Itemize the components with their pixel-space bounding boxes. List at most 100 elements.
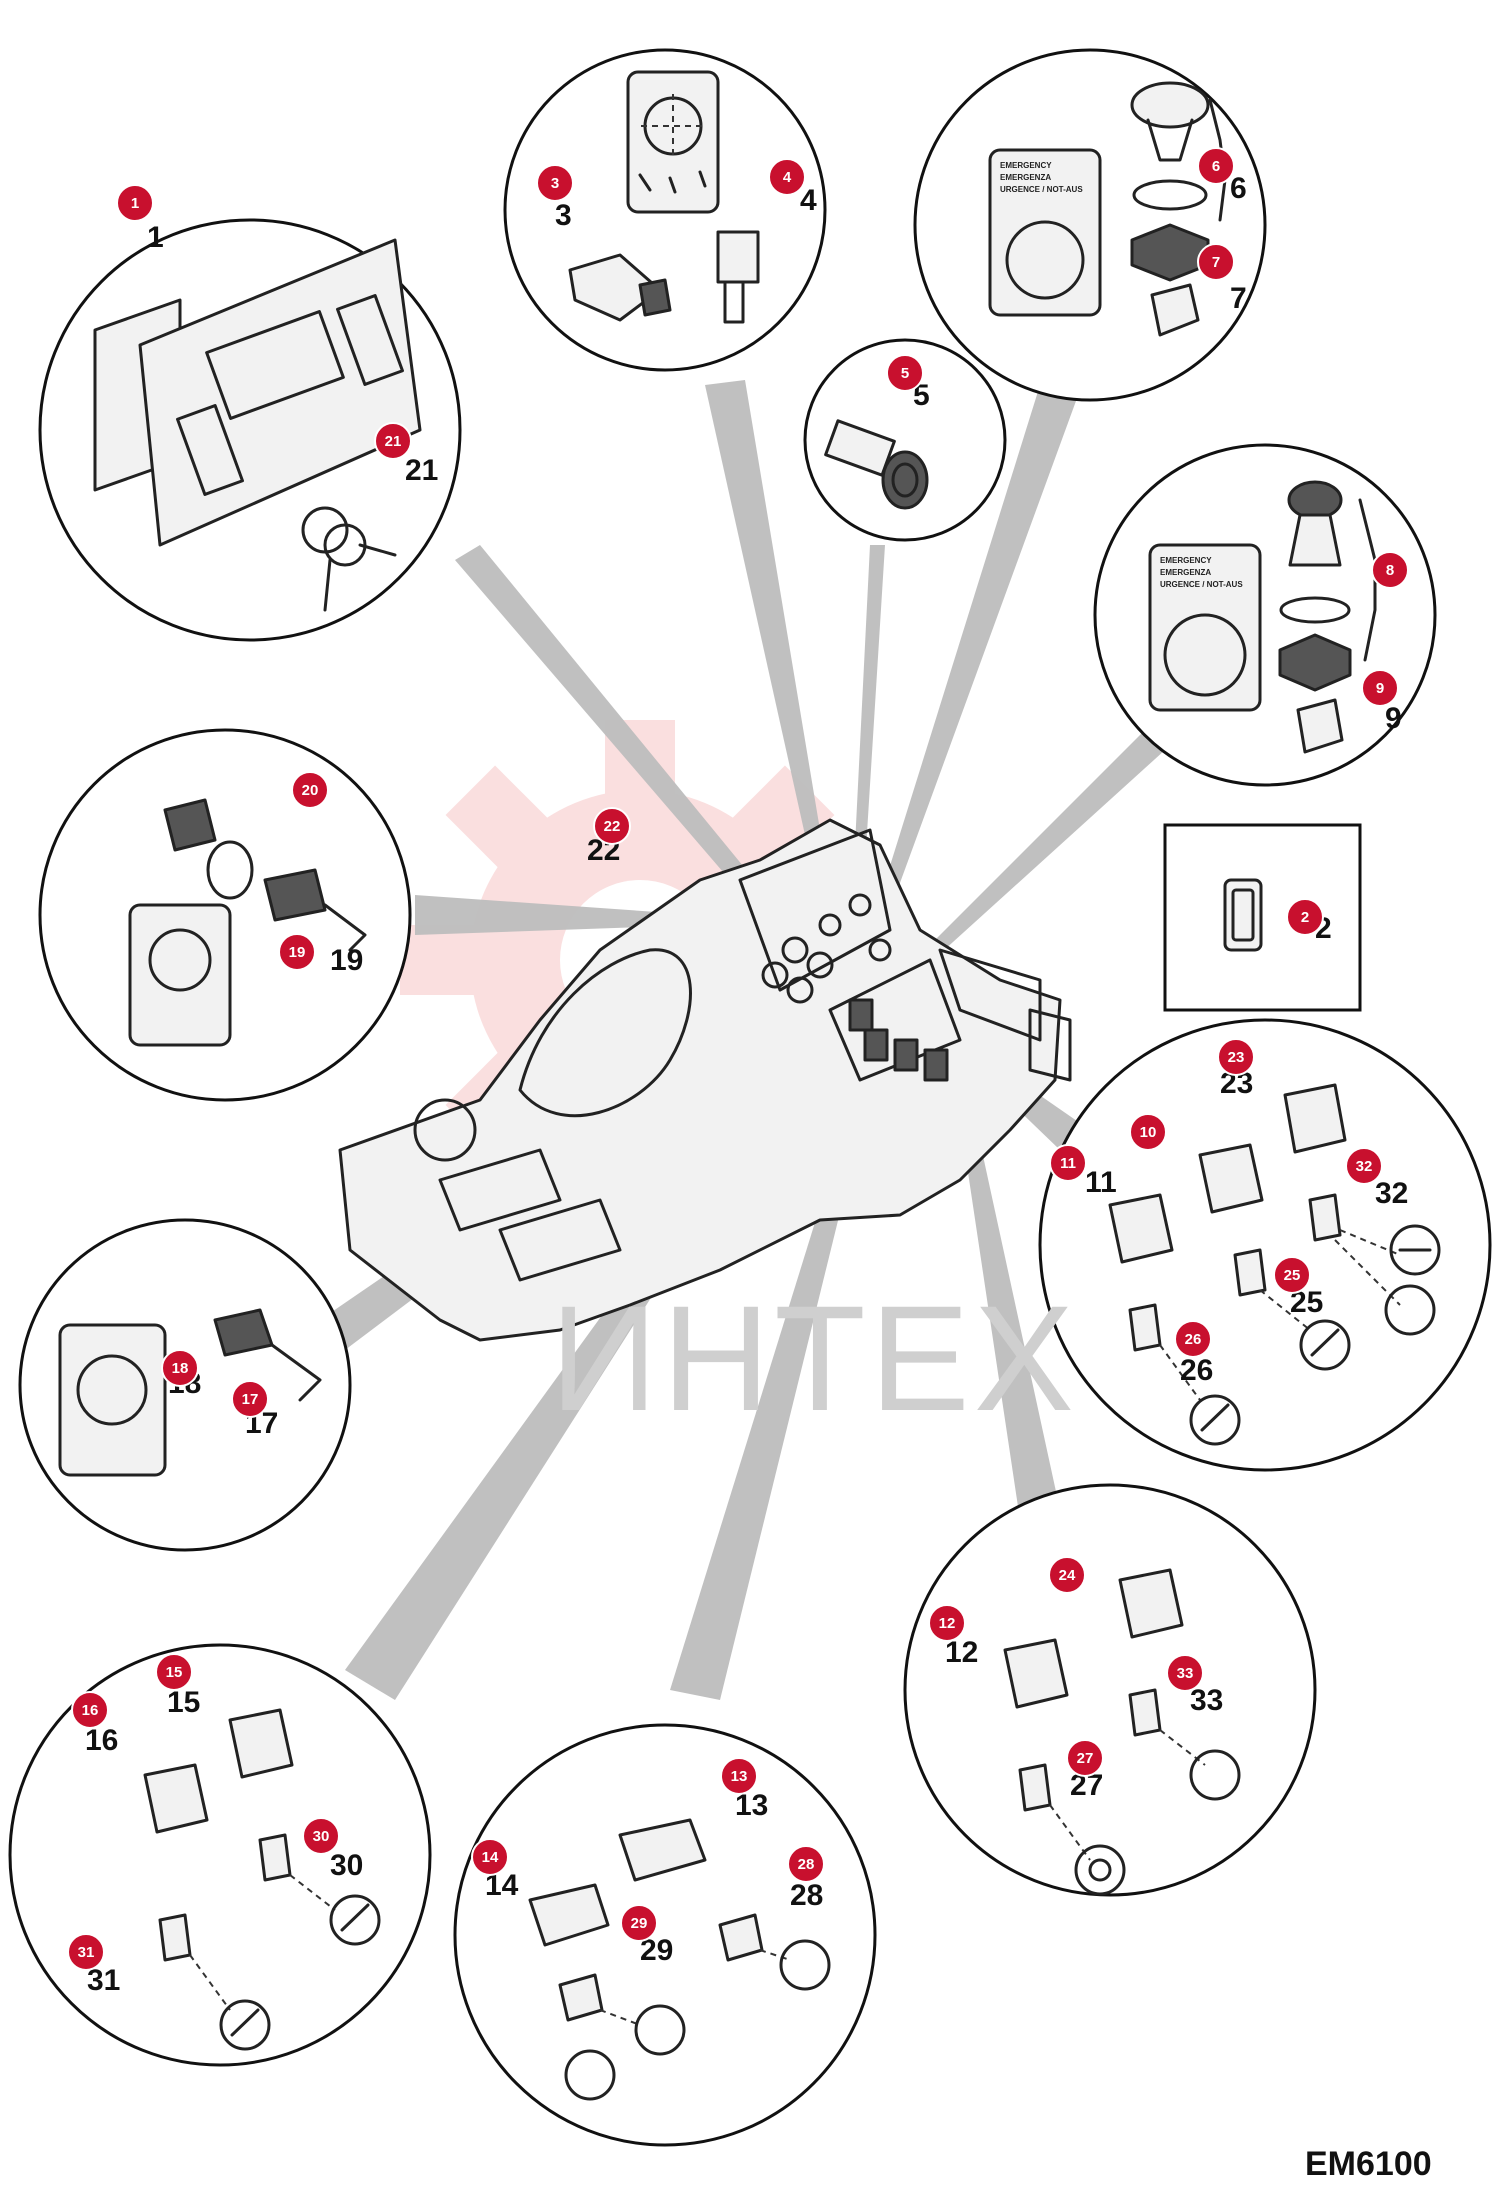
- svg-text:11: 11: [1060, 1155, 1076, 1172]
- svg-text:15: 15: [166, 1664, 183, 1681]
- badge-24: 24: [1048, 1556, 1086, 1594]
- svg-text:3: 3: [551, 175, 559, 192]
- red-badges: 1 2 3 4 5 6 7 8 9 10 11 12 13 14 15 16 1…: [67, 147, 1409, 1971]
- part-label-16: 16: [85, 1724, 118, 1757]
- detail-circle-15-16-30-31: [8, 1643, 432, 2067]
- badge-22: 22: [593, 807, 631, 845]
- svg-text:30: 30: [313, 1828, 330, 1845]
- badge-20: 20: [291, 771, 329, 809]
- detail-circle-12-24-27-33: [903, 1483, 1317, 1897]
- svg-text:22: 22: [604, 818, 621, 835]
- badge-21: 21: [374, 422, 412, 460]
- svg-text:23: 23: [1228, 1049, 1245, 1066]
- svg-text:6: 6: [1212, 158, 1220, 175]
- detail-circle-10-11-23-25-26-32: [1038, 1018, 1492, 1472]
- svg-text:24: 24: [1059, 1567, 1076, 1584]
- badge-5: 5: [886, 354, 924, 392]
- part-label-3: 3: [555, 199, 572, 232]
- badge-15: 15: [155, 1653, 193, 1691]
- svg-text:8: 8: [1386, 562, 1394, 579]
- part-label-32: 32: [1375, 1177, 1408, 1210]
- part-label-26: 26: [1180, 1354, 1213, 1387]
- badge-27: 27: [1066, 1739, 1104, 1777]
- emergency-plate-text: EMERGENCY EMERGENZA URGENCE / NOT-AUS EM…: [1000, 161, 1243, 589]
- light-symbol-icon: [1074, 1749, 1241, 1896]
- detail-box-2: [1163, 823, 1362, 1012]
- svg-text:EMERGENCY: EMERGENCY: [1160, 556, 1212, 565]
- key-icon: [213, 1308, 322, 1402]
- svg-text:13: 13: [731, 1768, 748, 1785]
- axle-symbol-icon: [564, 1939, 831, 2101]
- badge-31: 31: [67, 1933, 105, 1971]
- badge-9: 9: [1361, 669, 1399, 707]
- svg-text:26: 26: [1185, 1331, 1202, 1348]
- badge-11: 11: [1049, 1144, 1087, 1182]
- svg-text:URGENCE / NOT-AUS: URGENCE / NOT-AUS: [1160, 580, 1243, 589]
- svg-text:29: 29: [631, 1915, 648, 1932]
- svg-text:URGENCE / NOT-AUS: URGENCE / NOT-AUS: [1000, 185, 1083, 194]
- badge-7: 7: [1197, 243, 1235, 281]
- svg-text:28: 28: [798, 1856, 815, 1873]
- svg-text:25: 25: [1284, 1267, 1301, 1284]
- svg-text:33: 33: [1177, 1665, 1194, 1682]
- svg-text:20: 20: [302, 782, 319, 799]
- pedal-symbol-icon: [1189, 1319, 1351, 1446]
- badge-28: 28: [787, 1845, 825, 1883]
- badge-1: 1: [116, 184, 154, 222]
- part-label-33: 33: [1190, 1684, 1223, 1717]
- badge-14: 14: [471, 1838, 509, 1876]
- badge-26: 26: [1174, 1320, 1212, 1358]
- detail-circle-19-20: [38, 728, 412, 1102]
- badge-17: 17: [231, 1380, 269, 1418]
- svg-text:EMERGENZA: EMERGENZA: [1000, 173, 1051, 182]
- svg-text:14: 14: [482, 1849, 499, 1866]
- pedal-symbol-icon: [219, 1894, 381, 2051]
- cigarette-lighter-icon: [824, 419, 929, 510]
- svg-text:9: 9: [1376, 680, 1384, 697]
- dashboard-console: [338, 818, 1072, 1342]
- detail-circle-6-7: [913, 48, 1267, 402]
- badge-3: 3: [536, 164, 574, 202]
- badge-30: 30: [302, 1817, 340, 1855]
- part-label-7: 7: [1230, 282, 1247, 315]
- emergency-stop-button-icon: [1130, 81, 1210, 337]
- badge-4: 4: [768, 158, 806, 196]
- badge-25: 25: [1273, 1256, 1311, 1294]
- badge-33: 33: [1166, 1654, 1204, 1692]
- svg-text:17: 17: [242, 1391, 259, 1408]
- svg-text:1: 1: [131, 195, 139, 212]
- badge-8: 8: [1371, 551, 1409, 589]
- svg-text:5: 5: [901, 365, 909, 382]
- model-code: EM6100: [1305, 2145, 1432, 2183]
- svg-text:16: 16: [82, 1702, 99, 1719]
- svg-text:32: 32: [1356, 1158, 1373, 1175]
- badge-29: 29: [620, 1904, 658, 1942]
- svg-text:2: 2: [1301, 909, 1309, 926]
- svg-text:31: 31: [78, 1944, 95, 1961]
- svg-text:EMERGENCY: EMERGENCY: [1000, 161, 1052, 170]
- svg-text:18: 18: [172, 1360, 189, 1377]
- badge-16: 16: [71, 1691, 109, 1729]
- key-icon: [301, 506, 397, 612]
- badge-18: 18: [161, 1349, 199, 1387]
- part-label-11: 11: [1085, 1166, 1117, 1199]
- part-label-21: 21: [405, 454, 438, 487]
- part-label-9: 9: [1385, 702, 1402, 735]
- watermark-text: ИНТЕХ: [550, 1274, 1078, 1442]
- detail-circle-3-4: [503, 48, 827, 372]
- part-label-6: 6: [1230, 172, 1247, 205]
- part-label-30: 30: [330, 1849, 363, 1882]
- svg-text:21: 21: [385, 433, 402, 450]
- detail-circle-1-21: [38, 218, 462, 642]
- svg-text:10: 10: [1140, 1124, 1157, 1141]
- svg-text:27: 27: [1077, 1750, 1094, 1767]
- svg-text:7: 7: [1212, 254, 1220, 271]
- badge-19: 19: [278, 933, 316, 971]
- badge-23: 23: [1217, 1038, 1255, 1076]
- detail-circle-13-14-28-29: [453, 1723, 877, 2147]
- svg-text:19: 19: [289, 944, 306, 961]
- rocker-switch-icon: [1108, 1083, 1347, 1264]
- badge-32: 32: [1345, 1147, 1383, 1185]
- detail-circle-5: [803, 338, 1007, 542]
